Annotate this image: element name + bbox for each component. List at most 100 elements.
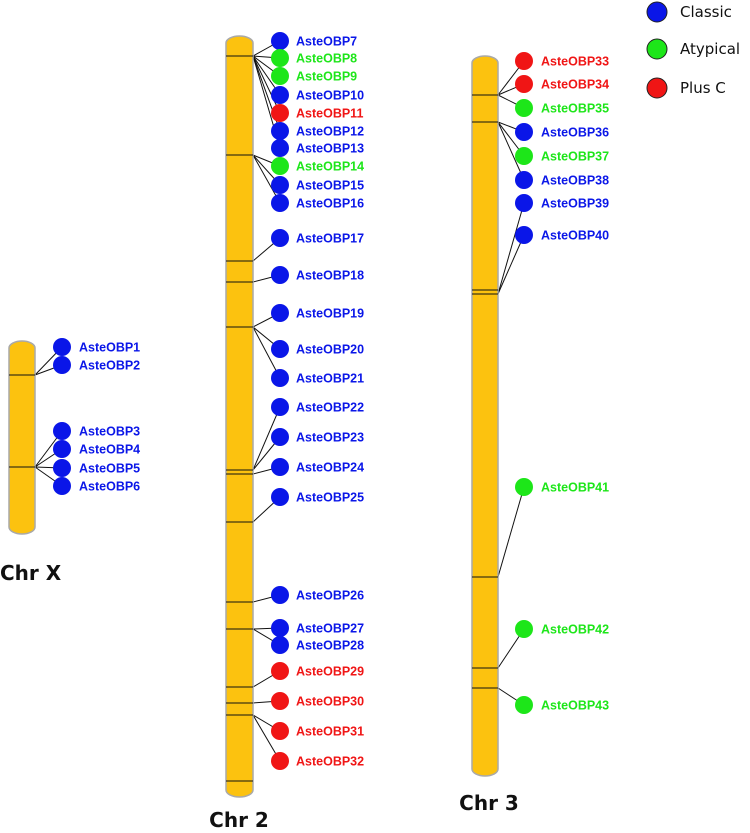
gene-label: AsteOBP9 [296,70,357,84]
gene-label: AsteOBP38 [541,174,609,188]
gene-dot [53,338,71,356]
legend-swatch [646,1,668,23]
gene-label: AsteOBP11 [296,107,363,121]
gene-dot [515,478,533,496]
gene-dot [515,620,533,638]
gene-label: AsteOBP1 [79,341,140,355]
gene-dot [53,459,71,477]
gene-label: AsteOBP22 [296,401,364,415]
gene-dot [53,477,71,495]
gene-dot [271,636,289,654]
legend-label: Plus C [680,79,726,97]
connector-line [497,202,525,295]
gene-label: AsteOBP18 [296,269,364,283]
gene-label: AsteOBP30 [296,695,364,709]
connector-line [497,486,525,578]
connector-line [252,154,281,204]
gene-dot [271,752,289,770]
chromosome-body [471,55,499,777]
gene-dot [271,692,289,710]
gene-label: AsteOBP13 [296,142,364,156]
gene-label: AsteOBP17 [296,232,364,246]
gene-dot [515,99,533,117]
connector-line [252,55,281,114]
gene-dot [271,304,289,322]
gene-label: AsteOBP41 [541,481,609,495]
chromosome-label: Chr 3 [459,791,519,815]
gene-label: AsteOBP16 [296,197,364,211]
gene-dot [271,122,289,140]
legend-swatch [646,38,668,60]
gene-dot [271,49,289,67]
gene-dot [271,157,289,175]
gene-dot [271,662,289,680]
gene-dot [271,104,289,122]
gene-label: AsteOBP3 [79,425,140,439]
gene-dot [271,194,289,212]
gene-dot [515,696,533,714]
gene-label: AsteOBP39 [541,197,609,211]
gene-label: AsteOBP40 [541,229,609,243]
gene-dot [271,340,289,358]
gene-label: AsteOBP6 [79,480,140,494]
gene-dot [271,67,289,85]
gene-label: AsteOBP43 [541,699,609,713]
gene-label: AsteOBP10 [296,89,364,103]
gene-label: AsteOBP23 [296,431,364,445]
gene-dot [515,194,533,212]
gene-label: AsteOBP15 [296,179,364,193]
gene-dot [271,722,289,740]
gene-dot [515,226,533,244]
gene-label: AsteOBP25 [296,491,364,505]
gene-label: AsteOBP2 [79,359,140,373]
gene-dot [515,147,533,165]
gene-label: AsteOBP26 [296,589,364,603]
gene-label: AsteOBP21 [296,372,364,386]
chromosome-body [8,340,36,535]
gene-label: AsteOBP27 [296,622,364,636]
connector-line [497,234,525,295]
gene-dot [271,86,289,104]
legend-swatch [646,77,668,99]
gene-label: AsteOBP31 [296,725,364,739]
gene-label: AsteOBP5 [79,462,140,476]
connector-line [252,406,281,471]
gene-label: AsteOBP4 [79,443,140,457]
gene-dot [515,123,533,141]
gene-dot [271,488,289,506]
gene-label: AsteOBP37 [541,150,609,164]
gene-label: AsteOBP8 [296,52,357,66]
gene-label: AsteOBP29 [296,665,364,679]
gene-dot [271,586,289,604]
gene-dot [53,356,71,374]
chromosome-label: Chr X [0,561,62,585]
gene-dot [515,171,533,189]
gene-dot [271,398,289,416]
gene-dot [271,428,289,446]
gene-label: AsteOBP7 [296,35,357,49]
gene-label: AsteOBP24 [296,461,364,475]
gene-dot [271,266,289,284]
connector-line [252,326,281,379]
gene-label: AsteOBP28 [296,639,364,653]
gene-dot [271,176,289,194]
legend-label: Classic [680,3,732,21]
gene-dot [271,619,289,637]
gene-label: AsteOBP12 [296,125,364,139]
gene-label: AsteOBP33 [541,55,609,69]
gene-dot [271,229,289,247]
gene-label: AsteOBP19 [296,307,364,321]
gene-label: AsteOBP20 [296,343,364,357]
legend-label: Atypical [680,40,740,58]
gene-dot [271,369,289,387]
chromosome-label: Chr 2 [209,808,269,832]
gene-label: AsteOBP34 [541,78,609,92]
gene-dot [271,139,289,157]
connector-line [497,121,525,181]
gene-dot [515,75,533,93]
gene-dot [53,422,71,440]
gene-label: AsteOBP42 [541,623,609,637]
gene-label: AsteOBP35 [541,102,609,116]
